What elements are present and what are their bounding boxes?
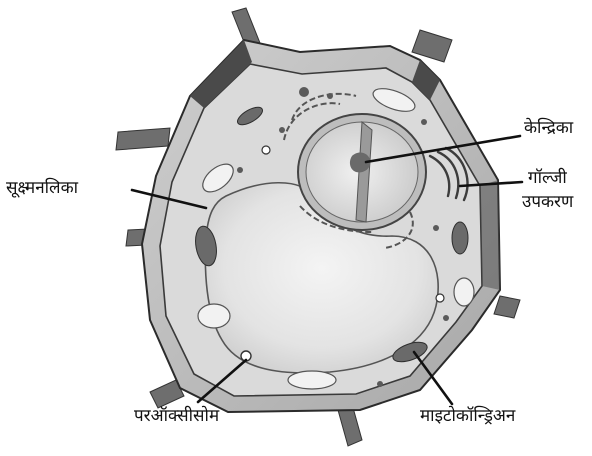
nucleus [298, 114, 426, 230]
nucleolus-label: केन्द्रिका [524, 118, 573, 138]
peroxisome-label: परऑक्सीसोम [134, 406, 219, 426]
mitochondria-label: माइटोकॉन्ड्रिअन [420, 406, 515, 426]
microtubule-label: सूक्ष्मनलिका [6, 178, 78, 198]
golgi-label-line1: गॉल्जी [528, 168, 567, 188]
vesicle-light [262, 146, 270, 154]
vesicle-light [436, 294, 444, 302]
golgi-label-line2: उपकरण [522, 192, 573, 212]
